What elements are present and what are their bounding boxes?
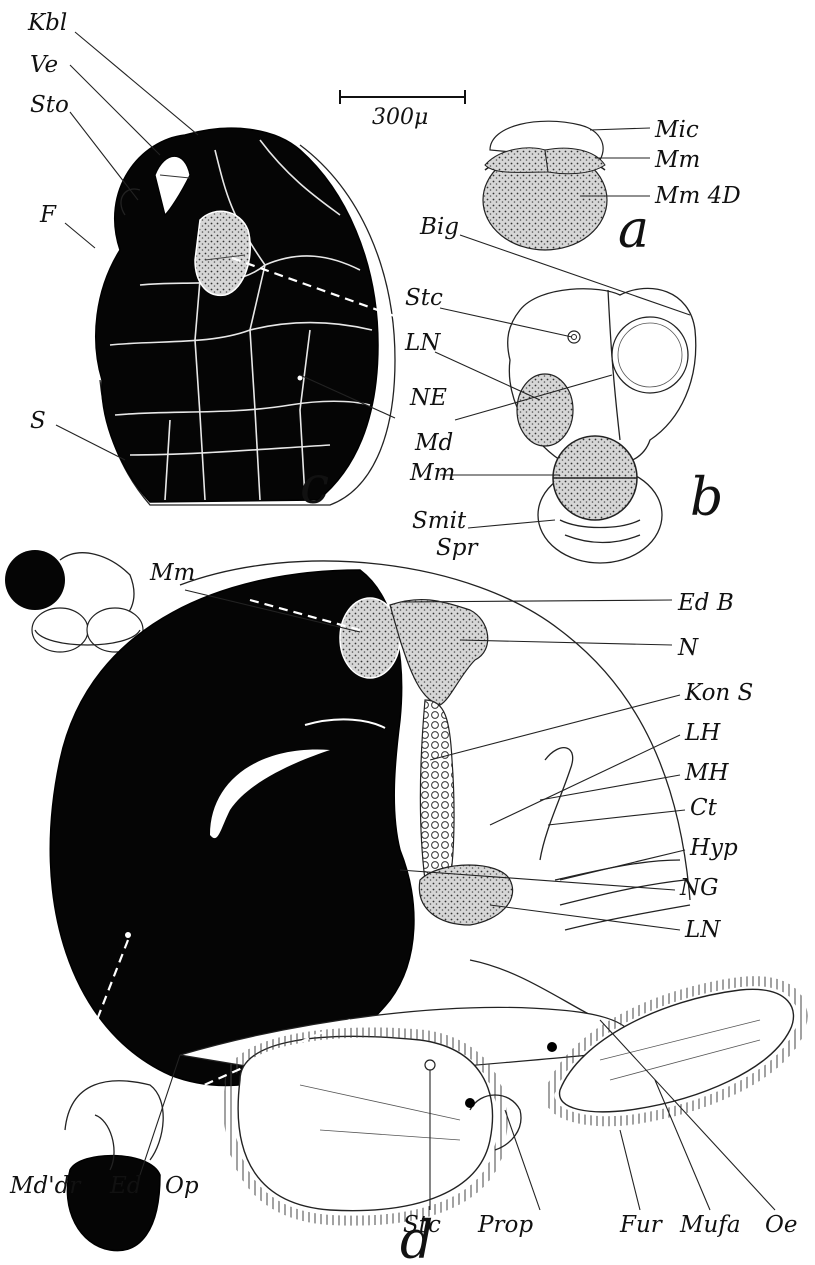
- label-mm-4d: Mm 4D: [654, 183, 741, 209]
- label-fur: Fur: [619, 1212, 664, 1238]
- label-mic: Mic: [654, 117, 699, 143]
- label-mm-d: Mm: [149, 560, 195, 586]
- panel-letter-d: d: [400, 1211, 433, 1265]
- panel-letter-a: a: [618, 200, 649, 260]
- label-big: Big: [419, 214, 459, 240]
- inset-top-left: [5, 550, 143, 652]
- label-f: F: [39, 202, 57, 228]
- inset-bottom-left: [65, 1081, 163, 1251]
- label-ln-d: LN: [684, 917, 721, 943]
- label-s: S: [30, 408, 46, 434]
- label-md: Md: [414, 430, 453, 456]
- label-kon-s: Kon S: [684, 680, 753, 706]
- label-mddr: Md'dr: [9, 1173, 82, 1199]
- label-ng: NG: [679, 875, 719, 901]
- scale-bar-label: 300μ: [372, 105, 428, 130]
- label-spr: Spr: [436, 535, 479, 561]
- label-mm-b: Mm: [409, 460, 455, 486]
- label-mm-a: Mm: [654, 147, 700, 173]
- label-mufa: Mufa: [679, 1212, 741, 1238]
- panel-a-labels: Mic Mm Mm 4D a: [618, 117, 741, 260]
- label-ln-b: LN: [404, 330, 441, 356]
- panel-letter-b: b: [690, 468, 723, 528]
- label-kbl: Kbl: [27, 10, 67, 36]
- panel-c-embryo: [96, 128, 400, 505]
- panel-letter-c: c: [300, 456, 329, 516]
- label-hyp: Hyp: [689, 835, 738, 861]
- label-sto: Sto: [30, 92, 69, 118]
- label-stc-b: Stc: [405, 285, 443, 311]
- label-oe: Oe: [765, 1212, 797, 1238]
- scale-bar: 300μ: [340, 90, 465, 130]
- label-mh: MH: [684, 760, 730, 786]
- panel-a-embryo: [483, 121, 607, 250]
- label-ve: Ve: [30, 52, 58, 78]
- label-ct: Ct: [690, 795, 718, 821]
- label-smit: Smit: [412, 508, 467, 534]
- label-ed-b: Ed B: [677, 590, 734, 616]
- label-ne: NE: [409, 385, 447, 411]
- label-n: N: [677, 635, 699, 661]
- label-ed: Ed: [109, 1173, 142, 1199]
- label-prop: Prop: [477, 1212, 533, 1238]
- label-lh: LH: [684, 720, 721, 746]
- label-op: Op: [165, 1173, 199, 1199]
